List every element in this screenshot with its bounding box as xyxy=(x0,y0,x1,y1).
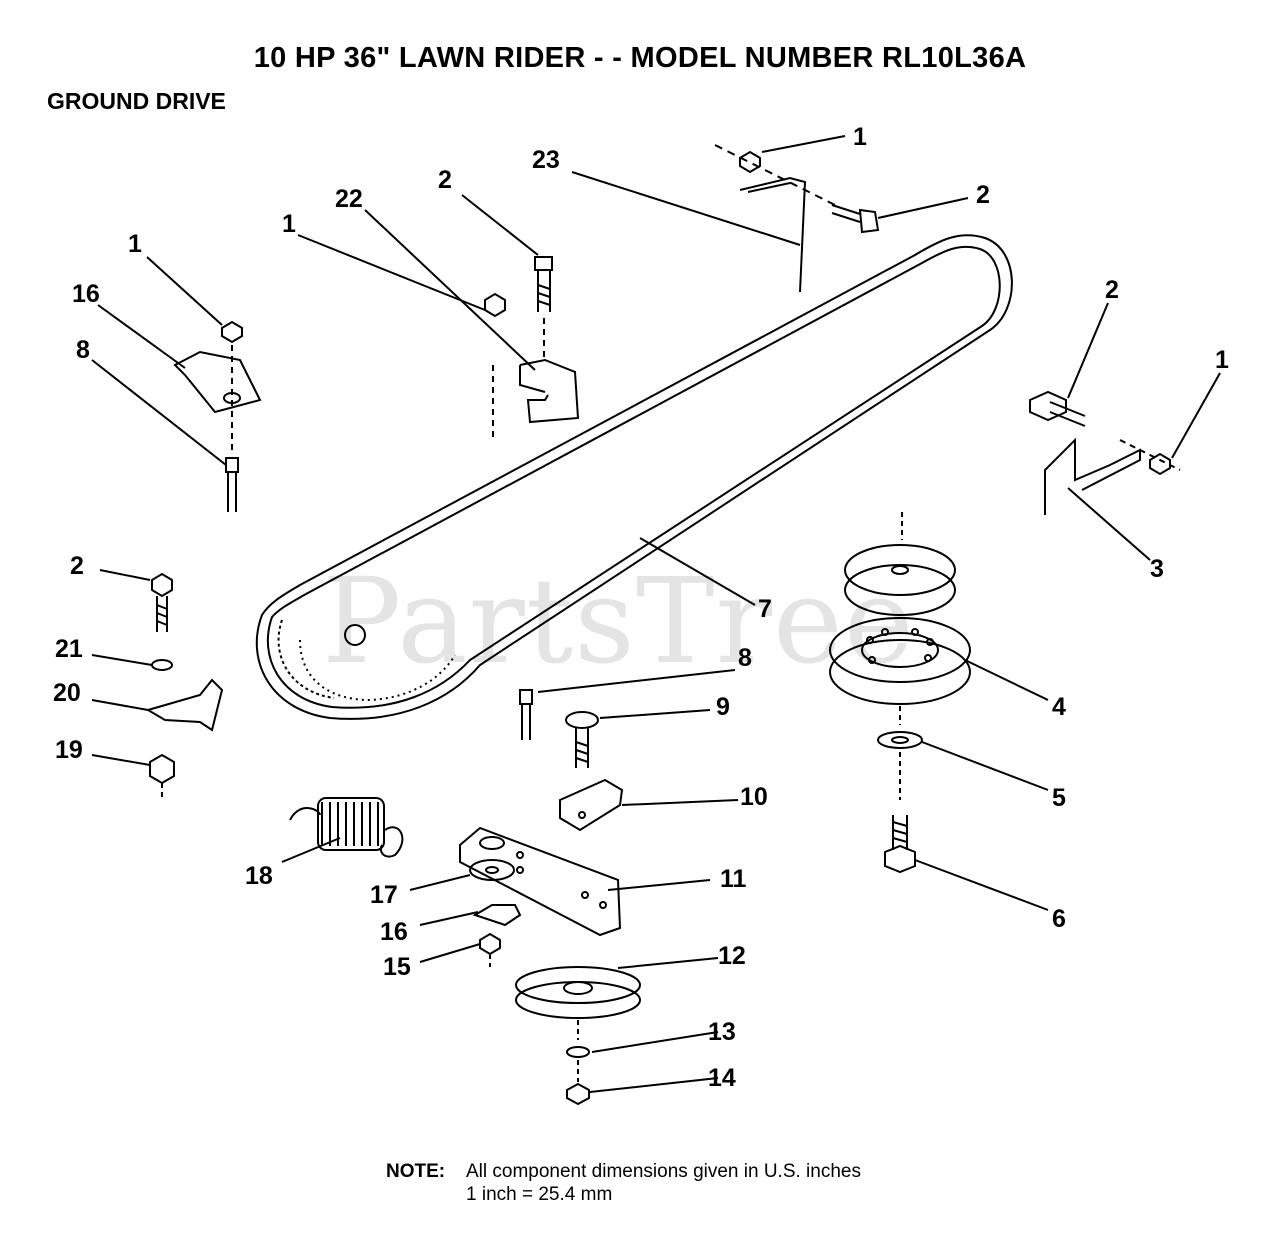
callout: 14 xyxy=(708,1064,736,1092)
section-title: GROUND DRIVE xyxy=(47,88,226,114)
callout-labels: 1 23 2 22 1 2 1 16 8 2 1 3 7 2 4 21 8 20… xyxy=(53,123,1229,1092)
drive-pulley xyxy=(829,512,971,874)
callout: 9 xyxy=(716,693,730,721)
upper-center-bracket xyxy=(484,256,580,440)
callout: 2 xyxy=(70,552,84,580)
note-label: NOTE: xyxy=(386,1161,446,1182)
tension-spring xyxy=(289,797,404,858)
callout: 13 xyxy=(708,1018,736,1046)
callout: 2 xyxy=(976,181,990,209)
callout: 4 xyxy=(1052,693,1066,721)
left-idler-parts xyxy=(469,859,522,970)
callout: 10 xyxy=(740,783,768,811)
callout: 23 xyxy=(532,146,560,174)
diagram-title: 10 HP 36" LAWN RIDER - - MODEL NUMBER RL… xyxy=(253,42,1027,74)
callout: 18 xyxy=(245,862,273,890)
callout: 17 xyxy=(370,881,398,909)
callout: 1 xyxy=(282,210,296,238)
callout: 3 xyxy=(1150,555,1164,583)
note-line-1: All component dimensions given in U.S. i… xyxy=(466,1161,861,1182)
callout: 1 xyxy=(128,230,142,258)
note-line-2: 1 inch = 25.4 mm xyxy=(466,1184,613,1205)
callout: 6 xyxy=(1052,905,1066,933)
callout: 7 xyxy=(758,595,772,623)
upper-left-bracket xyxy=(173,320,262,512)
callout: 22 xyxy=(335,185,363,213)
lower-left-hardware xyxy=(145,572,224,800)
leader-lines xyxy=(91,135,1221,1093)
callout: 2 xyxy=(438,166,452,194)
top-right-rod xyxy=(714,144,880,293)
callout: 16 xyxy=(72,280,100,308)
callout: 8 xyxy=(738,644,752,672)
right-bracket xyxy=(1029,390,1181,515)
idler-arm xyxy=(459,778,624,937)
callout: 20 xyxy=(53,679,81,707)
callout: 12 xyxy=(718,942,746,970)
callout: 8 xyxy=(76,336,90,364)
callout: 1 xyxy=(853,123,867,151)
callout: 21 xyxy=(55,635,83,663)
dimensions-note: NOTE: All component dimensions given in U… xyxy=(386,1160,861,1206)
idler-pulley xyxy=(515,966,641,1106)
center-stud-and-bolt xyxy=(519,689,599,768)
callout: 1 xyxy=(1215,346,1229,374)
callout: 16 xyxy=(380,918,408,946)
callout: 11 xyxy=(720,865,747,893)
drive-belt xyxy=(255,234,1013,720)
callout: 19 xyxy=(55,736,83,764)
callout: 15 xyxy=(383,953,411,981)
callout: 2 xyxy=(1105,276,1119,304)
callout: 5 xyxy=(1052,784,1066,812)
